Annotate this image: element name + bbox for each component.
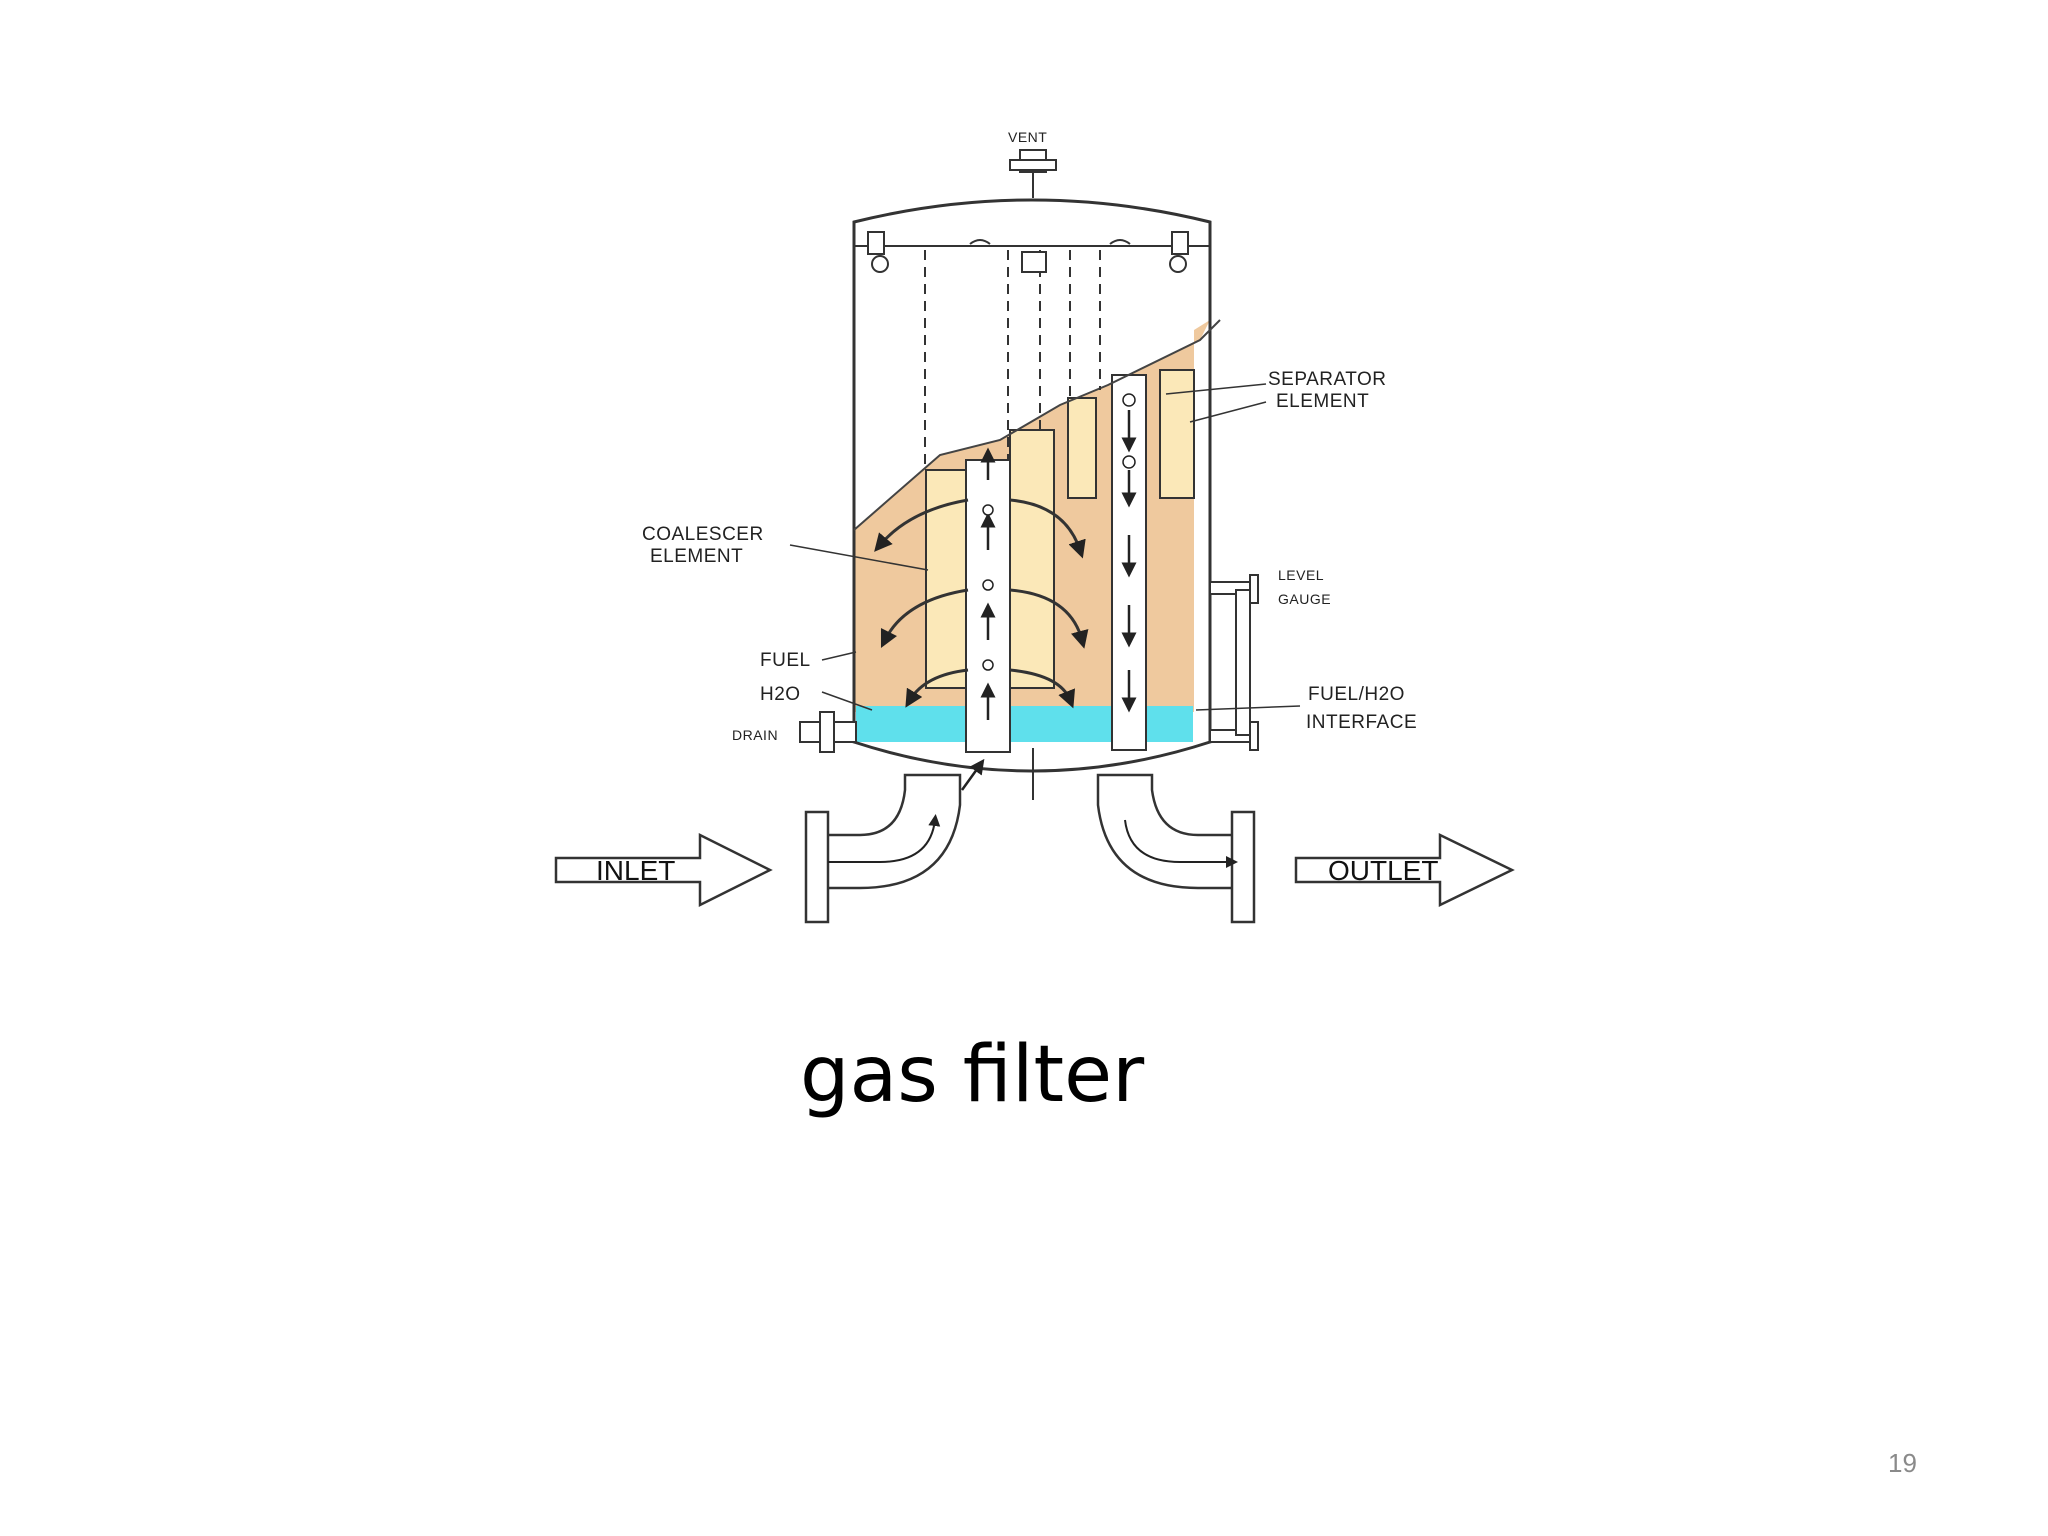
coalescer-element-label-line1: COALESCER [642, 524, 764, 545]
coalescer-bubbles [982, 504, 994, 671]
separator-element-left [1067, 397, 1097, 499]
outlet-flange [1230, 810, 1256, 924]
inlet-up-arrow [960, 758, 985, 791]
level-gauge-label-line1: LEVEL [1278, 567, 1324, 583]
separator-element-label-line2: ELEMENT [1276, 391, 1369, 412]
h2o-label: H2O [760, 684, 801, 705]
inlet-arrow: INLET [554, 832, 773, 908]
outlet-inner-arrow [1124, 819, 1238, 868]
hidden-lines [924, 250, 1101, 470]
coalescer-element-label-line2: ELEMENT [650, 546, 743, 567]
outlet-arrow: OUTLET [1294, 833, 1515, 907]
level-gauge [1209, 574, 1259, 751]
curved-flow-arrows [874, 498, 1089, 709]
level-gauge-label-line2: GAUGE [1278, 591, 1331, 607]
drain-label: DRAIN [732, 727, 778, 743]
page-number: 19 [1888, 1448, 1917, 1478]
separator-element-label-line1: SEPARATOR [1268, 369, 1387, 390]
inlet-inner-arrow [828, 814, 941, 863]
top-clamps [867, 231, 1189, 273]
inlet-pipe [808, 773, 962, 890]
vent-fitting [1009, 149, 1057, 198]
fuel-h2o-interface-label-line2: INTERFACE [1306, 712, 1417, 733]
outlet-label: OUTLET [1328, 855, 1438, 886]
inlet-label: INLET [596, 855, 675, 886]
separator-element-right [1159, 369, 1195, 499]
separator-bubbles [1122, 393, 1136, 469]
vent-label: VENT [1008, 129, 1047, 145]
slide-caption: gas filter [800, 1030, 1145, 1120]
coalescer-element-right [1009, 429, 1055, 689]
callout-lines [789, 383, 1301, 711]
fuel-h2o-interface-label-line1: FUEL/H2O [1308, 684, 1405, 705]
inlet-flange [804, 810, 830, 924]
outlet-pipe [1096, 773, 1248, 890]
fuel-label: FUEL [760, 650, 811, 671]
drain-fitting [799, 711, 857, 753]
cutaway-edge [853, 319, 1221, 531]
